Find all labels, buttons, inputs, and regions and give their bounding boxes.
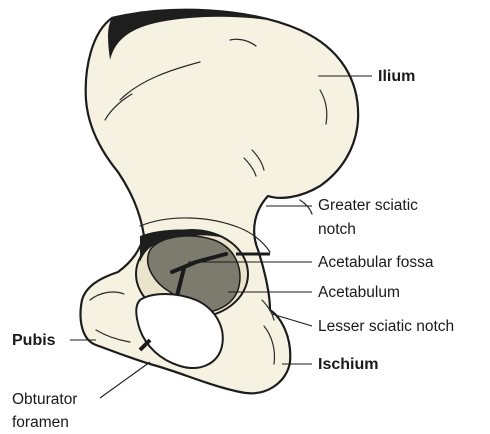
label-ilium: Ilium [378, 68, 415, 85]
label-greater-sciatic-notch-line2: notch [318, 221, 356, 238]
label-obturator-foramen-line1: Obturator [12, 391, 77, 408]
label-lesser-sciatic-notch: Lesser sciatic notch [318, 318, 454, 335]
ilium-hatch-5 [300, 200, 312, 214]
label-obturator-foramen-line2: foramen [12, 414, 69, 431]
label-greater-sciatic-notch-line1: Greater sciatic [318, 197, 418, 214]
label-acetabulum: Acetabulum [318, 284, 400, 301]
leader-obturator-foramen [100, 362, 150, 398]
label-pubis: Pubis [12, 332, 56, 349]
label-ischium: Ischium [318, 356, 378, 373]
label-acetabular-fossa: Acetabular fossa [318, 254, 434, 271]
